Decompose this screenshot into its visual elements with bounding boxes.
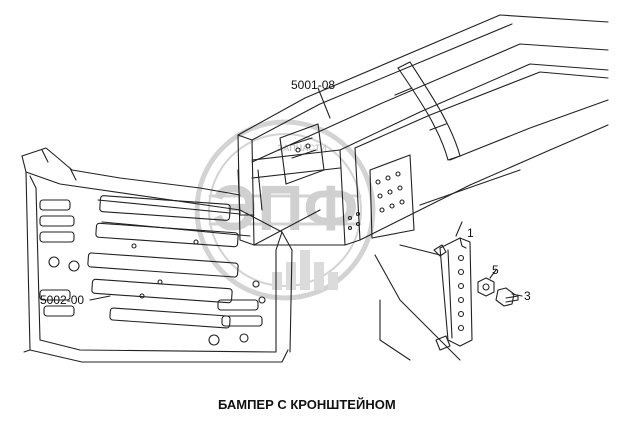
- diagram-caption: БАМПЕР С КРОНШТЕЙНОМ: [218, 397, 396, 412]
- callout-bracket: 1: [467, 226, 474, 240]
- callout-frame: 5001-08: [291, 78, 336, 92]
- callout-nut: 5: [492, 263, 499, 277]
- bolt-part: [495, 287, 523, 307]
- bumper-assembly: [21, 147, 293, 363]
- watermark-buildings: [272, 250, 338, 290]
- watermark-letters: ЭПФ: [212, 172, 358, 244]
- bumper-hole-left: [48, 256, 60, 268]
- watermark-ring-text: ЗАПЧАСТИ: [277, 143, 326, 153]
- callout-bolt: 3: [524, 289, 531, 303]
- frame-holes: [347, 171, 405, 231]
- bracket-part: [433, 221, 473, 351]
- callout-bumper: 5002-00: [40, 293, 85, 307]
- nut-part: [477, 269, 497, 297]
